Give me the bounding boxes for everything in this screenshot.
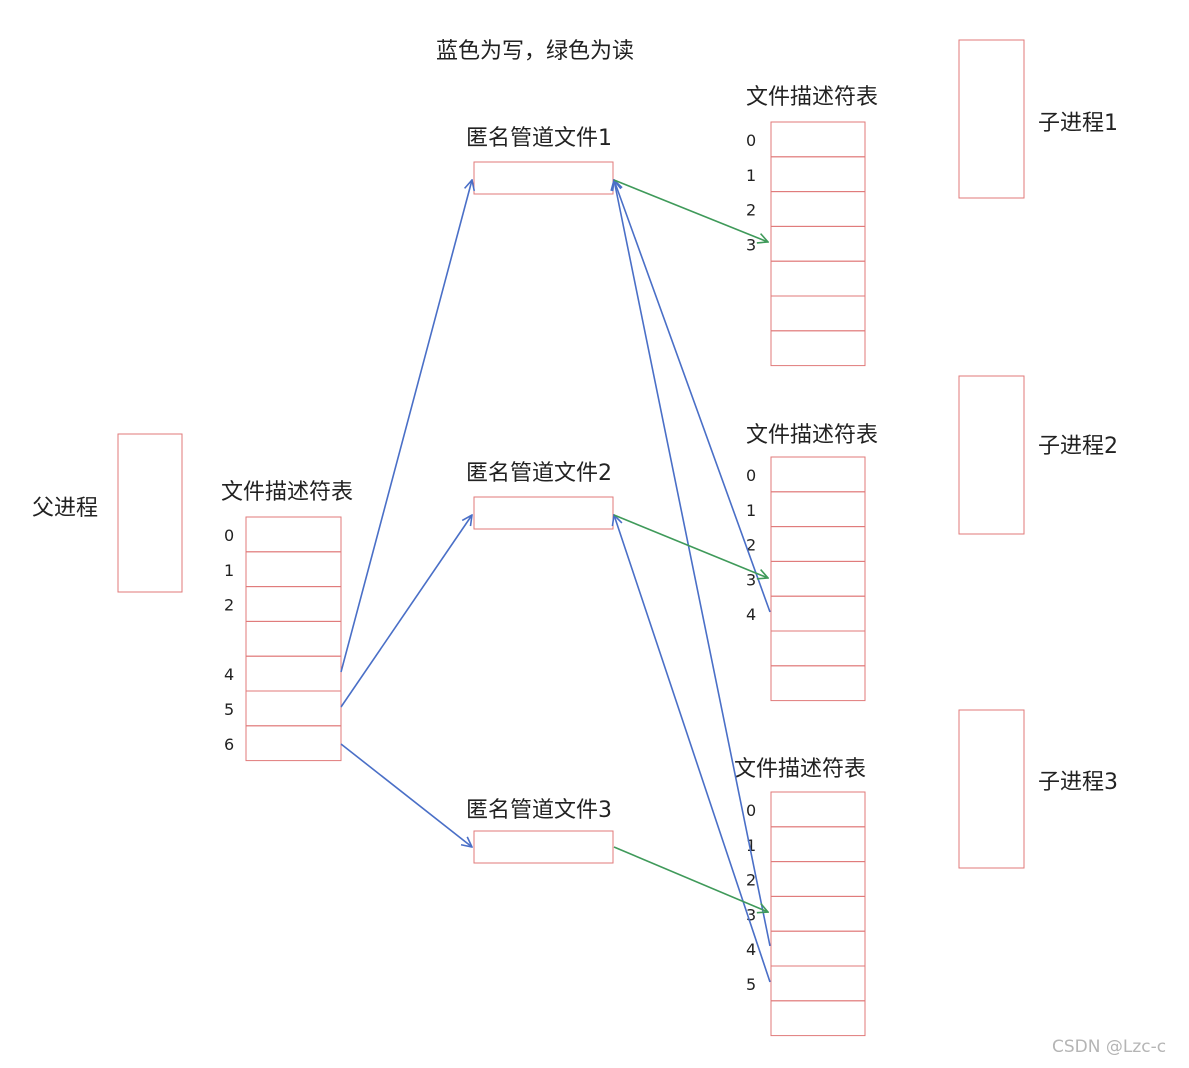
child-3-fd-slot <box>770 965 866 1002</box>
child-1-fd-slot <box>770 330 866 367</box>
pipe-3-label: 匿名管道文件3 <box>466 798 612 823</box>
child-1-fd-index: 2 <box>746 201 756 220</box>
pipe-2-label: 匿名管道文件2 <box>466 461 612 486</box>
write-arrow-child3-fd5-to-pipe-2 <box>614 515 771 983</box>
child-1-fd-slot <box>770 295 866 332</box>
child-3-fd-slot <box>770 791 866 828</box>
parent-fd-slot <box>245 620 342 657</box>
child-3-fd-index: 2 <box>746 871 756 890</box>
child-process-3-label: 子进程3 <box>1038 770 1118 795</box>
child-3-fd-slot <box>770 861 866 897</box>
parent-fd-slot <box>245 551 342 588</box>
child-2-fd-index: 0 <box>746 466 756 485</box>
child-3-fd-table: 0 1 2 3 4 5 <box>746 791 866 1037</box>
parent-fd-table: 0 1 2 4 5 6 <box>224 516 342 762</box>
pipe-1-label: 匿名管道文件1 <box>466 126 612 151</box>
child-3-fd-table-title: 文件描述符表 <box>734 757 866 782</box>
read-arrow-pipe-3-to-child3-fd3 <box>613 846 768 912</box>
child-3-fd-slot <box>770 1000 866 1037</box>
child-2-fd-slot <box>770 526 866 562</box>
child-process-3-box <box>958 709 1025 869</box>
pipe-1-box <box>473 161 614 195</box>
parent-process-box <box>117 433 183 593</box>
csdn-watermark: CSDN @Lzc-c <box>1052 1037 1166 1057</box>
parent-process-label: 父进程 <box>32 496 98 521</box>
child-process-1-box <box>958 39 1025 199</box>
child-3-fd-index: 1 <box>746 836 756 855</box>
write-arrow-child2-fd4-to-pipe-1 <box>614 180 771 613</box>
child-process-2-box <box>958 375 1025 535</box>
child-1-fd-slot <box>770 156 866 193</box>
write-arrow-parent-fd6-to-pipe-3 <box>340 743 472 847</box>
child-1-fd-slot <box>770 191 866 227</box>
parent-fd-index: 2 <box>224 596 234 615</box>
child-2-fd-slot <box>770 595 866 632</box>
child-2-fd-index: 3 <box>746 570 756 589</box>
child-2-fd-slot <box>770 665 866 702</box>
parent-fd-slot <box>245 655 342 692</box>
child-1-fd-slot <box>770 260 866 297</box>
child-3-fd-index: 4 <box>746 940 756 959</box>
child-1-fd-table-title: 文件描述符表 <box>746 85 878 110</box>
child-3-fd-index: 5 <box>746 975 756 994</box>
child-3-fd-index: 3 <box>746 905 756 924</box>
parent-fd-table-title: 文件描述符表 <box>221 480 353 505</box>
parent-fd-index: 5 <box>224 700 234 719</box>
legend-text: 蓝色为写，绿色为读 <box>436 39 634 64</box>
child-2-fd-table: 0 1 2 3 4 <box>746 456 866 702</box>
pipe-2-box <box>473 496 614 530</box>
child-2-fd-slot <box>770 456 866 493</box>
write-arrow-parent-fd5-to-pipe-2 <box>340 515 472 708</box>
parent-fd-slot <box>245 690 342 727</box>
child-3-fd-index: 0 <box>746 801 756 820</box>
child-2-fd-slot <box>770 560 866 597</box>
child-1-fd-table: 0 1 2 3 <box>746 121 866 367</box>
child-3-fd-slot <box>770 895 866 932</box>
parent-fd-index: 6 <box>224 735 234 754</box>
pipe-3-box <box>473 830 614 864</box>
child-1-fd-index: 3 <box>746 235 756 254</box>
read-arrow-pipe-2-to-child2-fd3 <box>613 514 768 578</box>
parent-fd-slot <box>245 725 342 762</box>
child-process-1-label: 子进程1 <box>1038 111 1118 136</box>
child-1-fd-index: 1 <box>746 166 756 185</box>
child-2-fd-slot <box>770 630 866 667</box>
child-3-fd-slot <box>770 826 866 863</box>
child-2-fd-index: 1 <box>746 501 756 520</box>
child-1-fd-slot <box>770 225 866 262</box>
parent-fd-index: 0 <box>224 526 234 545</box>
write-arrow-parent-fd4-to-pipe-1 <box>340 180 472 673</box>
child-1-fd-slot <box>770 121 866 158</box>
child-2-fd-table-title: 文件描述符表 <box>746 423 878 448</box>
child-1-fd-index: 0 <box>746 131 756 150</box>
child-2-fd-slot <box>770 491 866 528</box>
child-process-2-label: 子进程2 <box>1038 434 1118 459</box>
child-3-fd-slot <box>770 930 866 967</box>
parent-fd-index: 1 <box>224 561 234 580</box>
write-arrow-child3-fd4-to-pipe-1 <box>614 180 771 947</box>
child-2-fd-index: 2 <box>746 536 756 555</box>
child-2-fd-index: 4 <box>746 605 756 624</box>
parent-fd-slot <box>245 586 342 622</box>
parent-fd-index: 4 <box>224 665 234 684</box>
parent-fd-slot <box>245 516 342 553</box>
read-arrow-pipe-1-to-child1-fd3 <box>613 179 768 242</box>
